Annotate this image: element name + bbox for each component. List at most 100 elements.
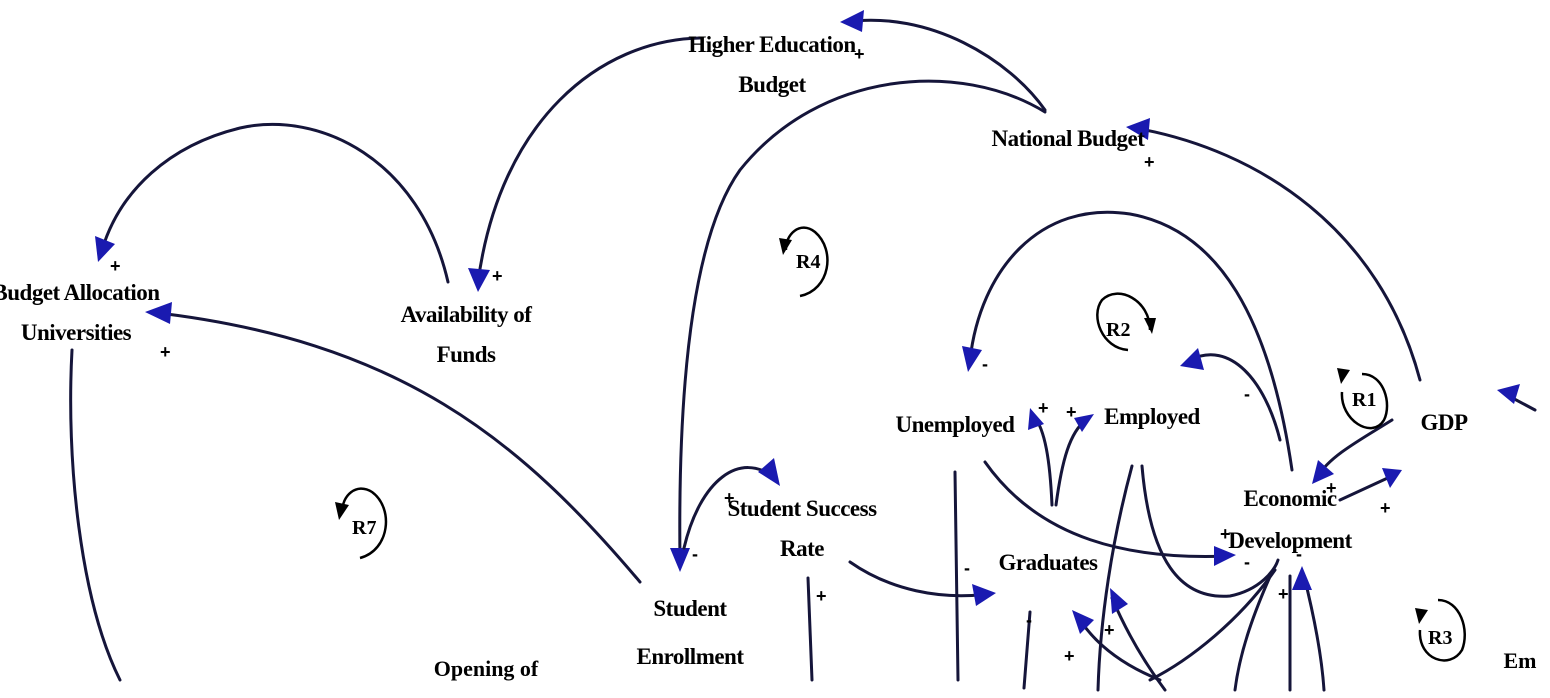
node-enrollment-line2: Enrollment bbox=[636, 644, 744, 669]
arrowhead bbox=[758, 458, 780, 486]
link-cross-2 bbox=[1078, 618, 1162, 682]
node-budget-allocation-line2: Universities bbox=[21, 320, 132, 345]
link-econ-down-2 bbox=[1233, 570, 1274, 692]
node-budget-allocation-line1: Budget Allocation bbox=[0, 280, 160, 305]
link-econ-down-4 bbox=[1302, 574, 1326, 692]
link-econ-to-employed bbox=[1188, 353, 1282, 442]
polarity-plus: + bbox=[1064, 646, 1075, 666]
node-employed: Employed bbox=[1104, 404, 1200, 429]
node-availability-line1: Availability of bbox=[401, 302, 533, 327]
node-national-budget: National Budget bbox=[992, 126, 1146, 151]
polarity-plus: + bbox=[110, 256, 121, 276]
polarity-plus: + bbox=[1278, 584, 1289, 604]
polarity-plus: + bbox=[724, 488, 735, 508]
link-success-down bbox=[806, 576, 814, 682]
polarity-plus: + bbox=[816, 586, 827, 606]
loop-r1-arrowhead bbox=[1337, 368, 1350, 384]
polarity-minus: - bbox=[1026, 610, 1032, 630]
loop-r4-arrowhead bbox=[779, 238, 792, 255]
loop-r4: R4 bbox=[779, 226, 829, 298]
node-higher-education-budget-line2: Budget bbox=[738, 72, 806, 97]
arrowhead bbox=[1028, 408, 1044, 430]
polarity-minus: - bbox=[964, 558, 970, 578]
node-enrollment-line1: Student bbox=[653, 596, 727, 621]
node-edge-label: Em bbox=[1504, 648, 1537, 673]
polarity-minus: - bbox=[1296, 544, 1302, 564]
link-econ-to-unemployed bbox=[968, 210, 1294, 472]
polarity-minus: - bbox=[982, 354, 988, 374]
loop-r3: R3 bbox=[1415, 598, 1466, 662]
arrowhead bbox=[840, 10, 864, 32]
link-enrollment-to-allocation bbox=[148, 310, 642, 584]
node-opening-of: Opening of bbox=[434, 656, 539, 681]
node-budget-allocation-universities: Budget Allocation Universities bbox=[0, 280, 161, 345]
arrowhead bbox=[1214, 546, 1236, 566]
node-unemployed: Unemployed bbox=[896, 412, 1016, 437]
link-graduates-down bbox=[1022, 610, 1032, 690]
polarity-plus: + bbox=[1326, 478, 1337, 498]
node-student-enrollment: Student Enrollment bbox=[636, 596, 744, 669]
link-gdp-to-national bbox=[1133, 126, 1422, 382]
link-econ-down-1 bbox=[1148, 568, 1277, 682]
loop-r2-arrowhead bbox=[1144, 318, 1156, 334]
link-success-to-graduates bbox=[848, 560, 990, 598]
link-unemployed-to-econ bbox=[983, 460, 1230, 558]
node-gdp: GDP bbox=[1420, 410, 1468, 435]
polarity-minus: - bbox=[692, 544, 698, 564]
link-employed-down-2 bbox=[1140, 464, 1280, 598]
polarity-plus: + bbox=[1380, 498, 1391, 518]
link-national-to-enrollment bbox=[678, 79, 1047, 562]
loop-r1: R1 bbox=[1337, 368, 1389, 430]
loop-r4-circle bbox=[784, 226, 829, 298]
arrowhead bbox=[1074, 414, 1094, 432]
arrowhead bbox=[1180, 348, 1204, 370]
links bbox=[69, 10, 1537, 692]
loop-r2-circle bbox=[1096, 292, 1152, 352]
node-higher-education-budget-line1: Higher Education bbox=[688, 32, 856, 57]
node-graduates: Graduates bbox=[999, 550, 1099, 575]
arrowhead bbox=[1497, 384, 1520, 404]
loop-r3-label: R3 bbox=[1428, 627, 1452, 649]
arrowhead bbox=[468, 268, 490, 292]
arrowhead bbox=[972, 584, 996, 606]
polarity-plus: + bbox=[1104, 620, 1115, 640]
polarity-plus: + bbox=[1144, 152, 1155, 172]
loop-r4-label: R4 bbox=[796, 251, 820, 273]
loop-r3-circle bbox=[1418, 598, 1466, 662]
link-higher-ed-to-availability bbox=[476, 36, 702, 284]
link-employed-down-1 bbox=[1096, 464, 1134, 692]
polarity-minus: - bbox=[1244, 384, 1250, 404]
loop-r2-label: R2 bbox=[1106, 319, 1130, 341]
link-cross-1 bbox=[1110, 596, 1167, 692]
node-availability-of-funds: Availability of Funds bbox=[401, 302, 533, 367]
node-availability-line2: Funds bbox=[437, 342, 496, 367]
node-success-line1: Student Success bbox=[727, 496, 877, 521]
loop-r7-arrowhead bbox=[335, 502, 349, 520]
polarity-plus: + bbox=[160, 342, 171, 362]
arrowhead bbox=[1292, 566, 1312, 590]
arrowhead bbox=[1110, 588, 1128, 614]
node-econ-line2: Development bbox=[1228, 528, 1352, 553]
node-economic-development: Economic Development bbox=[1228, 486, 1353, 553]
polarity-plus: + bbox=[492, 266, 503, 286]
arrowhead bbox=[95, 236, 115, 262]
loop-r7-label: R7 bbox=[352, 517, 376, 539]
link-graduates-to-employed bbox=[1054, 418, 1088, 507]
arrowhead bbox=[1382, 468, 1402, 488]
loop-r1-label: R1 bbox=[1352, 389, 1376, 411]
arrowhead bbox=[962, 346, 982, 372]
arrowhead bbox=[1126, 118, 1150, 140]
link-national-to-higher-ed bbox=[843, 18, 1047, 112]
polarity-marks: + + + + + + + + + + + + + + + - - - - - … bbox=[110, 44, 1391, 666]
arrowhead bbox=[145, 302, 172, 324]
link-econ-to-gdp bbox=[1338, 474, 1394, 502]
polarity-plus: + bbox=[1066, 402, 1077, 422]
polarity-plus: + bbox=[854, 44, 865, 64]
node-student-success-rate: Student Success Rate bbox=[727, 496, 877, 561]
link-allocation-down bbox=[69, 348, 122, 682]
loop-r7-circle bbox=[340, 487, 388, 560]
node-econ-line1: Economic bbox=[1243, 486, 1336, 511]
link-availability-to-allocation bbox=[100, 123, 450, 284]
arrowhead bbox=[1312, 460, 1334, 484]
